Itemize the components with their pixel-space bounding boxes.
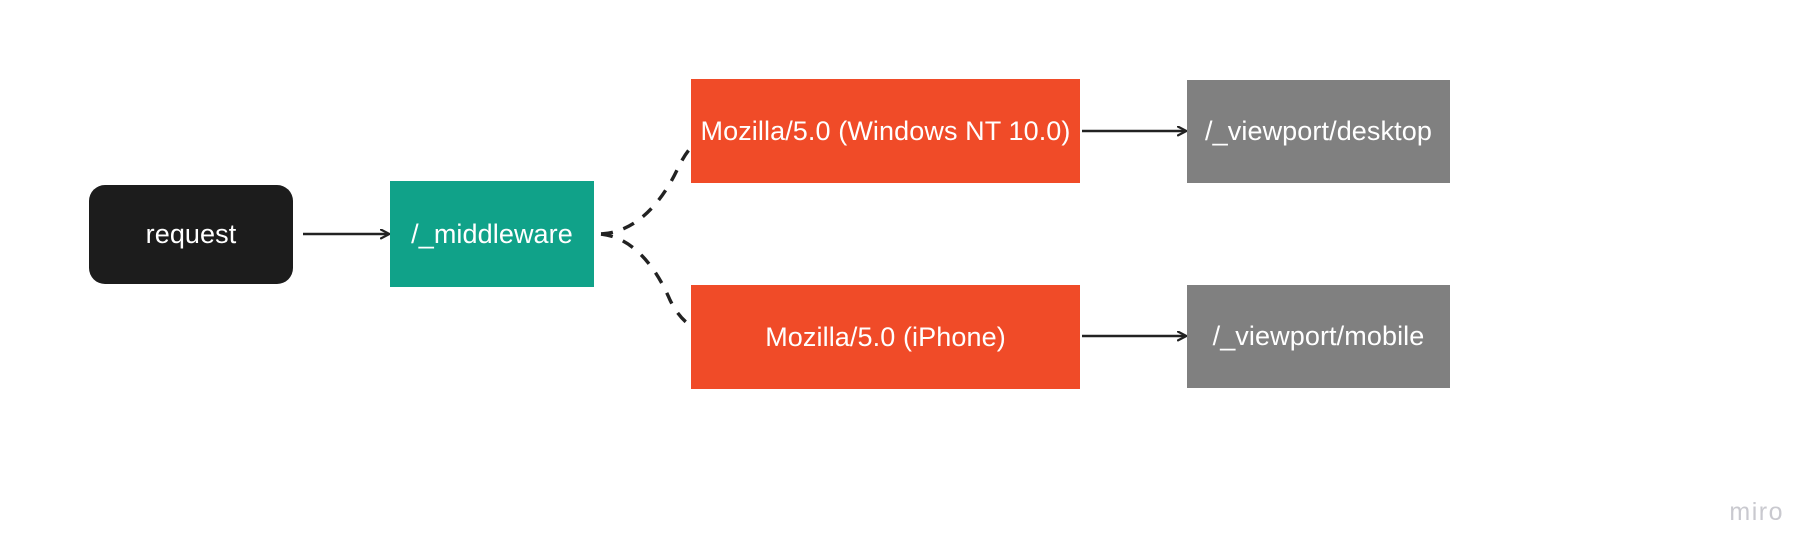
node-middleware-label: /_middleware (411, 218, 573, 249)
node-user-agent-mobile-label: Mozilla/5.0 (iPhone) (765, 321, 1006, 352)
node-middleware[interactable]: /_middleware (390, 181, 594, 287)
node-viewport-desktop[interactable]: /_viewport/desktop (1187, 80, 1450, 183)
node-viewport-mobile[interactable]: /_viewport/mobile (1187, 285, 1450, 388)
node-user-agent-mobile[interactable]: Mozilla/5.0 (iPhone) (691, 285, 1080, 389)
node-request-label: request (145, 219, 237, 250)
node-user-agent-desktop[interactable]: Mozilla/5.0 (Windows NT 10.0) (691, 79, 1080, 183)
node-user-agent-desktop-label: Mozilla/5.0 (Windows NT 10.0) (700, 115, 1071, 146)
node-viewport-mobile-label: /_viewport/mobile (1212, 321, 1425, 352)
node-request[interactable]: request (89, 185, 293, 284)
node-viewport-desktop-label: /_viewport/desktop (1205, 116, 1432, 147)
miro-watermark: miro (1729, 498, 1784, 526)
